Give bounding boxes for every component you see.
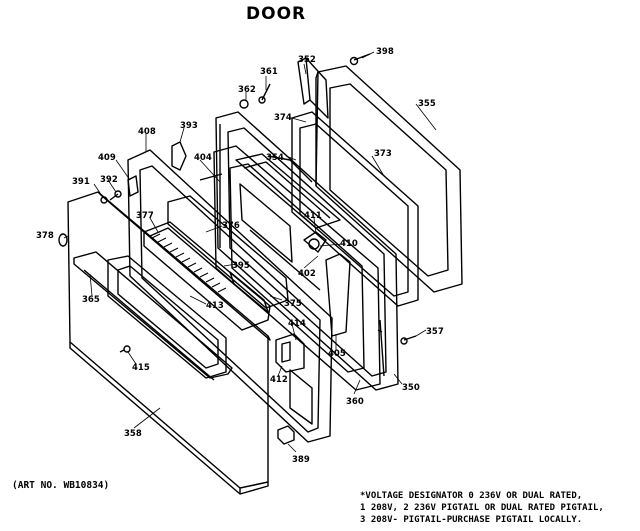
screw-361: [258, 83, 271, 104]
voltage-note-line-1: *VOLTAGE DESIGNATOR 0 236V OR DUAL RATED…: [360, 491, 583, 501]
part-label-405: 405: [328, 349, 346, 359]
part-label-391: 391: [72, 177, 90, 187]
part-label-373: 373: [374, 149, 392, 159]
voltage-note-line-2: 1 208V, 2 236V PIGTAIL OR DUAL RATED PIG…: [360, 503, 604, 513]
part-label-375: 375: [284, 299, 302, 309]
part-label-411: 411: [304, 211, 322, 221]
door-inner-shell: [127, 149, 333, 443]
panel-screw: [119, 345, 131, 353]
voltage-note-line-3: 3 208V- PIGTAIL-PURCHASE PIGTAIL LOCALLY…: [360, 515, 583, 525]
part-labels: 398 352 361 362 355 374 393 408 354 373 …: [36, 47, 444, 465]
part-label-376: 376: [222, 221, 240, 231]
washer-362: [239, 99, 249, 109]
outer-door-panel: [67, 191, 271, 495]
part-label-392: 392: [100, 175, 118, 185]
part-label-413: 413: [206, 301, 224, 311]
leader-lines: [63, 51, 437, 453]
part-label-355: 355: [418, 99, 436, 109]
rear-door-frame: [315, 65, 463, 293]
diagram-title: DOOR: [246, 4, 307, 24]
art-number: (ART NO. WB10834): [12, 480, 110, 491]
hinge-arm: [303, 231, 351, 337]
part-label-357: 357: [426, 327, 444, 337]
part-label-362: 362: [238, 85, 256, 95]
part-label-350: 350: [402, 383, 420, 393]
hinge-pin: [58, 233, 68, 247]
part-label-352: 352: [298, 55, 316, 65]
window-retainer: [167, 195, 289, 313]
clip-409: [127, 175, 139, 197]
part-label-410: 410: [340, 239, 358, 249]
part-label-360: 360: [346, 397, 364, 407]
door-bumper: [277, 425, 295, 445]
voltage-note: *VOLTAGE DESIGNATOR 0 236V OR DUAL RATED…: [360, 490, 604, 526]
part-label-398: 398: [376, 47, 394, 57]
insulation-pad: [235, 153, 341, 229]
clip-393: [171, 141, 187, 171]
screw-357: [400, 335, 417, 345]
part-label-404: 404: [194, 153, 212, 163]
part-label-409: 409: [98, 153, 116, 163]
part-label-354: 354: [266, 153, 284, 163]
part-label-412: 412: [270, 375, 288, 385]
part-label-374: 374: [274, 113, 292, 123]
oven-window-glass: [143, 221, 271, 331]
hinge-clip: [297, 57, 329, 119]
part-label-395: 395: [232, 261, 250, 271]
screw-392: [109, 190, 122, 201]
door-switch: [275, 333, 305, 373]
part-label-361: 361: [260, 67, 278, 77]
part-label-402: 402: [298, 269, 316, 279]
part-label-365: 365: [82, 295, 100, 305]
part-label-415: 415: [132, 363, 150, 373]
part-label-378: 378: [36, 231, 54, 241]
part-label-377: 377: [136, 211, 154, 221]
part-label-408: 408: [138, 127, 156, 137]
part-label-358: 358: [124, 429, 142, 439]
part-label-389: 389: [292, 455, 310, 465]
screw-391: [100, 196, 108, 204]
inner-liner-panel: [215, 111, 399, 391]
part-label-414: 414: [288, 319, 306, 329]
part-label-393: 393: [180, 121, 198, 131]
